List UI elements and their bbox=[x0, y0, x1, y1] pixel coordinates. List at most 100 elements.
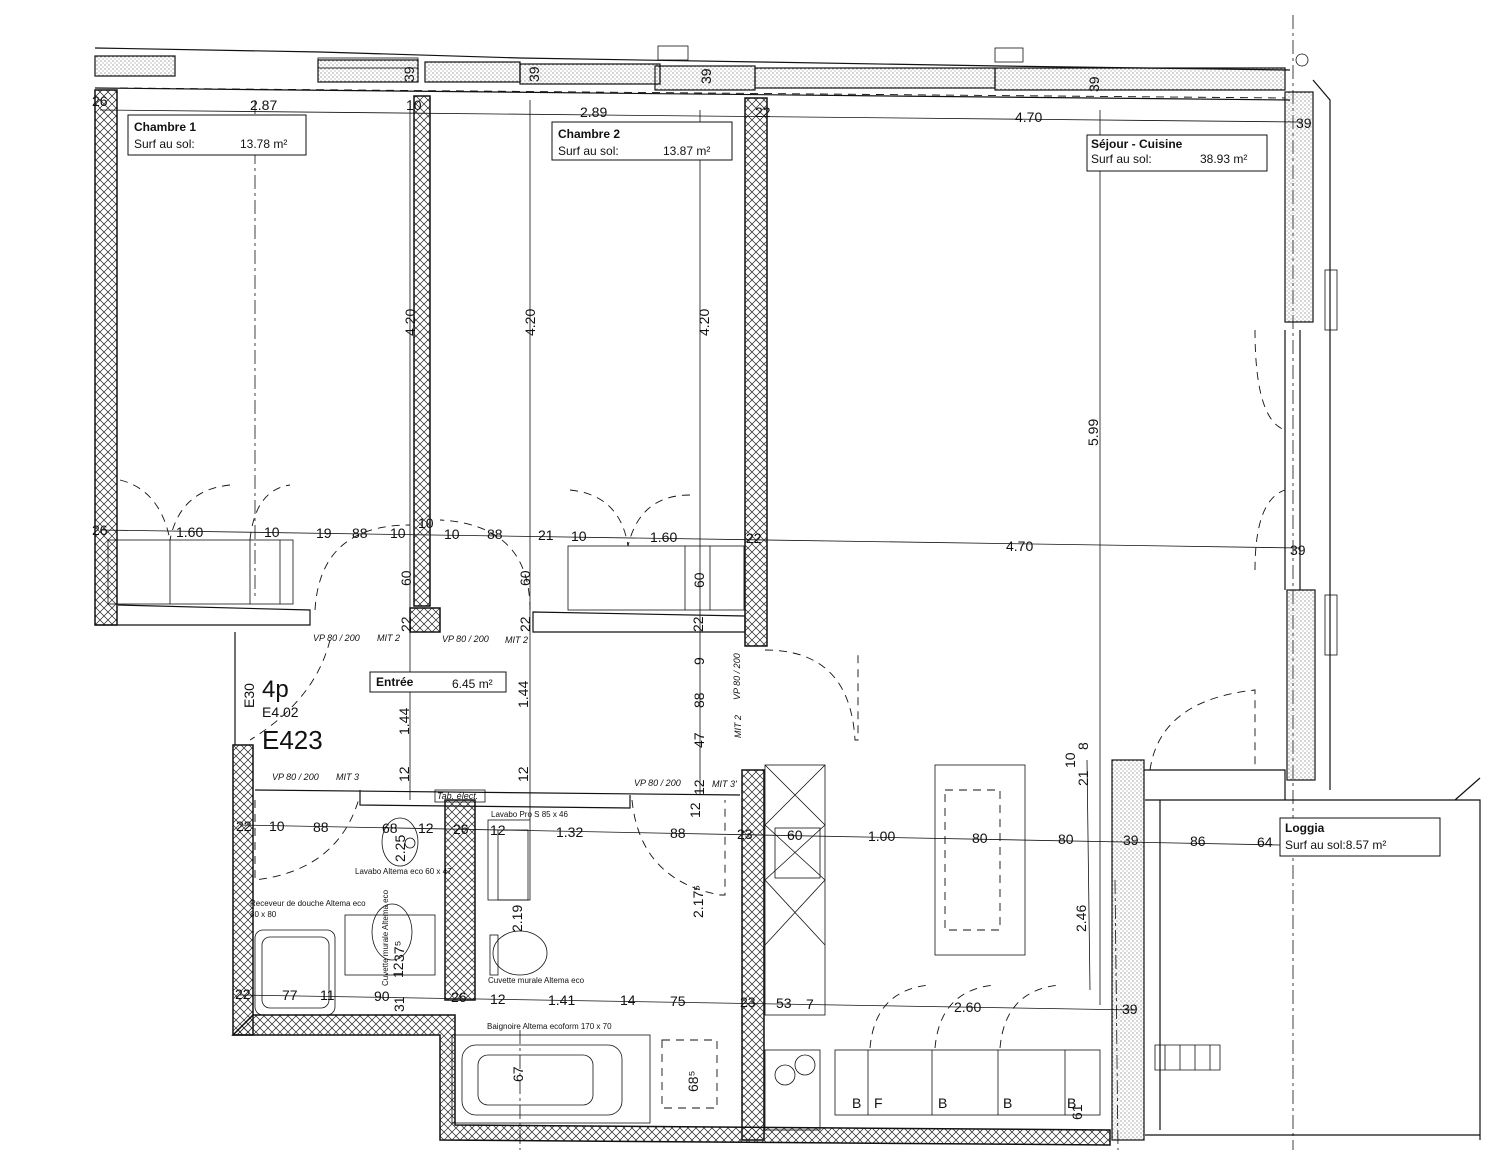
door-annotation: Tab. élect. bbox=[437, 791, 478, 801]
dimension-label: 64 bbox=[1257, 834, 1273, 850]
dimension-lines bbox=[99, 100, 1301, 1151]
dimension-label: 60 bbox=[398, 570, 414, 586]
dimension-label: 2.46 bbox=[1073, 905, 1089, 932]
shower-tray-inner bbox=[261, 936, 330, 1009]
dimension-label: 39 bbox=[401, 66, 417, 82]
unit-number: E423 bbox=[262, 725, 323, 755]
loggia-outline bbox=[1145, 777, 1481, 1140]
kitchen-cabinets bbox=[834, 984, 1101, 1116]
door-annotation: VP 80 / 200 bbox=[732, 653, 742, 700]
bathtub-basin bbox=[477, 1054, 594, 1106]
dimension-label: 12 bbox=[490, 991, 506, 1007]
wall-loggia-left bbox=[1111, 759, 1145, 1141]
dimension-label: 12 bbox=[691, 779, 707, 795]
room-label-entree: Entrée 6.45 m² bbox=[369, 671, 507, 693]
sink-small bbox=[381, 817, 419, 867]
dimension-label: 68 bbox=[382, 820, 398, 836]
dimension-label: 60 bbox=[787, 827, 803, 843]
wall-left bbox=[94, 89, 118, 626]
room-area: 38.93 m² bbox=[1200, 152, 1247, 166]
dimension-label: 9 bbox=[691, 657, 707, 665]
exterior-wall-right bbox=[1254, 15, 1338, 1150]
cabinet-label: F bbox=[874, 1095, 883, 1111]
dimension-label: 14 bbox=[620, 992, 636, 1008]
dimension-label: 12 bbox=[390, 962, 406, 978]
dimension-label: 1.00 bbox=[868, 828, 895, 844]
unit-type: 4p bbox=[262, 676, 289, 703]
dimension-label: 2.17⁵ bbox=[690, 885, 706, 918]
fixture-label: Cuvette murale Altema eco bbox=[381, 889, 390, 986]
dimension-label: 39 bbox=[1296, 115, 1312, 131]
door-annotation: MIT 2 bbox=[377, 633, 400, 643]
toilet-1-niche bbox=[344, 914, 436, 976]
dimension-label: 88 bbox=[691, 692, 707, 708]
dimension-label: 75 bbox=[670, 993, 686, 1009]
wardrobe-chambre-1 bbox=[107, 479, 294, 605]
dimension-label: 39 bbox=[1086, 76, 1102, 92]
door-annotation: MIT 2 bbox=[505, 635, 528, 645]
dimension-label: 2.87 bbox=[250, 97, 277, 113]
fixture-label: Baignoire Altema ecoform 170 x 70 bbox=[487, 1022, 612, 1031]
dimension-label: 88 bbox=[670, 825, 686, 841]
dimension-label: 4.20 bbox=[402, 309, 418, 336]
dimension-label: 22 bbox=[398, 616, 414, 632]
door-entry bbox=[764, 649, 859, 741]
dimension-label: 61 bbox=[1069, 1104, 1085, 1120]
bathtub bbox=[451, 1034, 651, 1124]
dimension-label: 2.89 bbox=[580, 104, 607, 120]
dimension-label: 39 bbox=[1290, 542, 1306, 558]
dimension-label: 22 bbox=[690, 616, 706, 632]
dimension-label: 26 bbox=[453, 821, 469, 837]
surface-label: Surf au sol:8.57 m² bbox=[1285, 838, 1386, 852]
dimension-label: 21 bbox=[538, 527, 554, 543]
door-chambre-1 bbox=[314, 524, 411, 611]
toilet-2-tank bbox=[489, 934, 499, 976]
door-closet bbox=[249, 639, 331, 741]
dimension-label: 4.20 bbox=[696, 309, 712, 336]
wall-bath-top bbox=[254, 789, 741, 809]
dimension-label: 80 bbox=[1058, 831, 1074, 847]
dimension-label: 26 bbox=[92, 93, 108, 109]
dimension-label: 80 bbox=[972, 830, 988, 846]
room-label-loggia: Loggia Surf au sol:8.57 m² bbox=[1279, 817, 1441, 857]
door-annotation: VP 80 / 200 bbox=[442, 634, 489, 644]
dimension-label: 39 bbox=[1123, 832, 1139, 848]
dimension-label: 7 bbox=[806, 996, 814, 1012]
dimension-label: 2.19 bbox=[509, 905, 525, 932]
door-annotation: MIT 2 bbox=[733, 715, 743, 738]
fixture-label: Cuvette murale Altema eco bbox=[488, 976, 585, 985]
side-label: E30 bbox=[241, 683, 257, 708]
dimension-label: 88 bbox=[313, 819, 329, 835]
bathtub-inner bbox=[461, 1044, 623, 1116]
electrical-panel bbox=[434, 789, 486, 803]
sink-drain-icon bbox=[404, 837, 416, 849]
dimension-label: 2.60 bbox=[954, 999, 981, 1015]
dimension-label: 4.70 bbox=[1006, 538, 1033, 554]
dimension-label: 1.60 bbox=[176, 524, 203, 540]
room-label-chambre-2: Chambre 2 Surf au sol: 13.87 m² bbox=[551, 121, 733, 161]
dimension-label: 26 bbox=[451, 989, 467, 1005]
door-annotation: VP 80 / 200 bbox=[272, 772, 319, 782]
room-area: 13.87 m² bbox=[663, 144, 710, 158]
dimension-label: 4.20 bbox=[522, 309, 538, 336]
dimension-label: 10 bbox=[1062, 752, 1078, 768]
dimension-label: 88 bbox=[487, 526, 503, 542]
dimension-label: 47 bbox=[691, 732, 707, 748]
room-name: Chambre 1 bbox=[134, 120, 196, 134]
dimension-label: 53 bbox=[776, 995, 792, 1011]
dimension-label: 31 bbox=[391, 996, 407, 1012]
dimension-label: 2.25 bbox=[392, 835, 408, 862]
fixture-label: 80 x 80 bbox=[250, 910, 277, 919]
kitchen-island bbox=[934, 764, 1026, 956]
fixture-label: Lavabo Altema eco 60 x 47 bbox=[355, 867, 452, 876]
room-name: Séjour - Cuisine bbox=[1091, 137, 1183, 151]
door-annotation: VP 80 / 200 bbox=[634, 778, 681, 788]
wall-bedroom1-bottom bbox=[95, 604, 311, 626]
dimension-label: 22 bbox=[746, 530, 762, 546]
dimension-label: 1.44 bbox=[396, 708, 412, 735]
wall-bedroom2-bottom bbox=[532, 611, 746, 633]
wall-bath-divider bbox=[444, 799, 476, 1001]
